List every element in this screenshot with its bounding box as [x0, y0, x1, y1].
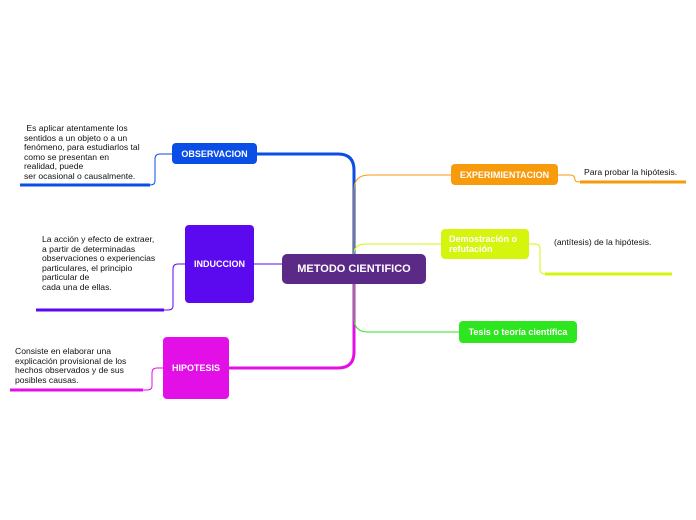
note-observacion[interactable]: Es aplicar atentamente los sentidos a un… — [24, 123, 140, 181]
topic-hipotesis[interactable]: HIPOTESIS — [163, 337, 229, 399]
topic-tesis[interactable]: Tesis o teoría científica — [459, 321, 577, 343]
topic-experimentacion[interactable]: EXPERIMIENTACION — [451, 164, 558, 185]
topic-hipotesis-label: HIPOTESIS — [171, 363, 220, 373]
link-tesis — [353, 284, 459, 333]
note-hipotesis[interactable]: Consiste en elaborar una explicación pro… — [15, 346, 127, 385]
note-link-demostracion — [529, 243, 672, 275]
topic-demostracion[interactable]: Demostración o refutación — [441, 229, 529, 259]
trunk-hipotesis — [229, 284, 356, 370]
link-demostracion — [353, 243, 441, 255]
topic-induccion[interactable]: INDUCCION — [185, 225, 254, 303]
trunk-observacion — [257, 152, 356, 254]
topic-demostracion-label: Demostración o refutación — [449, 234, 518, 254]
topic-tesis-label: Tesis o teoría científica — [468, 327, 568, 337]
note-demostracion[interactable]: (antítesis) de la hipótesis. — [554, 237, 652, 247]
central-topic[interactable]: METODO CIENTIFICO — [282, 254, 426, 284]
note-link-induccion — [36, 263, 185, 311]
note-link-experimentacion — [558, 174, 686, 183]
topic-experimentacion-label: EXPERIMIENTACION — [459, 169, 550, 180]
note-induccion[interactable]: La acción y efecto de extraer, a partir … — [42, 234, 156, 292]
topic-observacion[interactable]: OBSERVACION — [172, 143, 257, 164]
topic-observacion-label: OBSERVACION — [181, 148, 248, 159]
note-link-hipotesis — [10, 367, 163, 391]
central-topic-label: METODO CIENTIFICO — [297, 263, 411, 275]
note-link-observacion — [20, 153, 172, 186]
topic-induccion-label: INDUCCION — [194, 259, 245, 269]
link-experimentacion — [353, 174, 451, 254]
note-experimentacion[interactable]: Para probar la hipótesis. — [584, 167, 678, 177]
